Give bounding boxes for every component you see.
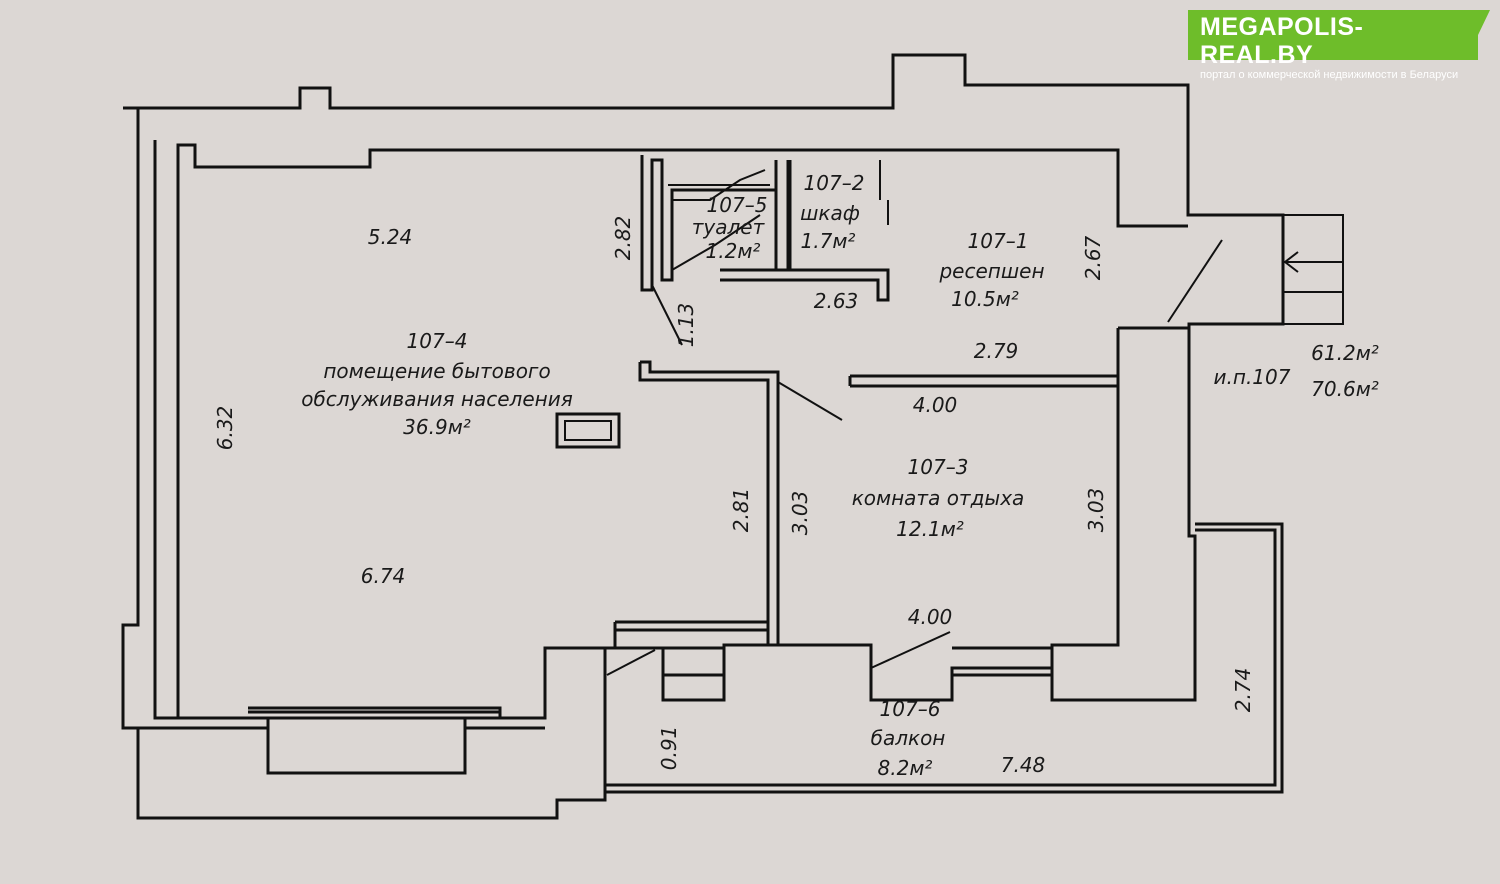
- dim-2-63: 2.63: [814, 289, 859, 313]
- dim-4-00-bottom: 4.00: [908, 605, 953, 629]
- partition-1-3: [848, 374, 1118, 388]
- room-107-3-id: 107–3: [908, 455, 969, 479]
- room-107-6-area: 8.2м²: [878, 756, 933, 780]
- room-107-1-id: 107–1: [968, 229, 1029, 253]
- unit-label: и.п.107: [1214, 365, 1291, 389]
- dim-7-48: 7.48: [1001, 753, 1046, 777]
- room-107-4-name-2: обслуживания населения: [301, 387, 573, 411]
- room-107-3-name: комната отдыха: [852, 486, 1025, 510]
- wardrobe-door: [879, 160, 889, 225]
- door-swing-3: [777, 381, 843, 421]
- room-107-2-area: 1.7м²: [801, 229, 856, 253]
- logo-title: MEGAPOLIS-REAL.BY: [1200, 13, 1364, 69]
- toilet-walls: [640, 155, 890, 302]
- entry-stairs: [1283, 214, 1344, 325]
- balcony-door: [870, 631, 951, 669]
- unit-area-total: 70.6м²: [1311, 377, 1379, 401]
- room-107-2-name: шкаф: [800, 201, 860, 225]
- dim-5-24: 5.24: [368, 225, 413, 249]
- dim-6-32: 6.32: [213, 406, 237, 451]
- window-left: [248, 706, 502, 775]
- right-column: [1050, 326, 1189, 668]
- room-107-5-area: 1.2м²: [706, 239, 761, 263]
- dim-1-13: 1.13: [674, 303, 698, 348]
- room-107-1-name: ресепшен: [938, 259, 1044, 283]
- room-107-4-area: 36.9м²: [403, 415, 471, 439]
- dim-3-03-left: 3.03: [788, 491, 812, 536]
- room-107-5-id: 107–5: [707, 193, 768, 217]
- dim-0-91: 0.91: [657, 726, 681, 771]
- dim-2-67: 2.67: [1081, 235, 1105, 280]
- balcony-door-left: [606, 649, 656, 676]
- entry-door: [1167, 239, 1223, 323]
- room-107-6-name: балкон: [871, 726, 946, 750]
- unit-area-main: 61.2м²: [1311, 341, 1379, 365]
- inner-wall-left: [178, 646, 605, 720]
- balcony-windows: [663, 646, 1052, 677]
- dim-2-79: 2.79: [974, 339, 1019, 363]
- dim-2-81: 2.81: [729, 488, 753, 533]
- fixture-rect: [555, 412, 621, 449]
- dim-2-74: 2.74: [1231, 668, 1255, 713]
- inner-wall: [153, 140, 1188, 720]
- toilet-door-swing: [651, 284, 683, 346]
- outer-wall: [121, 53, 1285, 820]
- logo-corner-icon: [1478, 10, 1490, 60]
- site-logo[interactable]: MEGAPOLIS-REAL.BY портал о коммерческой …: [1188, 10, 1490, 81]
- partition-4-3: [613, 360, 780, 648]
- room-107-3-area: 12.1м²: [896, 517, 964, 541]
- room-107-6-id: 107–6: [880, 697, 941, 721]
- dim-4-00-top: 4.00: [913, 393, 958, 417]
- left-bump: [123, 623, 545, 730]
- fixture-rect-inner: [564, 420, 612, 441]
- room-107-2-id: 107–2: [804, 171, 865, 195]
- balcony-outline: [605, 522, 1284, 794]
- dim-6-74: 6.74: [361, 564, 406, 588]
- room-107-5-name: туалет: [692, 215, 766, 239]
- room-107-4-id: 107–4: [407, 329, 468, 353]
- logo-subtitle: портал о коммерческой недвижимости в Бел…: [1200, 69, 1459, 81]
- dim-3-03-right: 3.03: [1084, 488, 1108, 533]
- room-107-4-name-1: помещение бытового: [323, 359, 550, 383]
- dim-2-82: 2.82: [611, 216, 635, 261]
- toilet-stair: [668, 169, 770, 271]
- room-107-1-area: 10.5м²: [951, 287, 1019, 311]
